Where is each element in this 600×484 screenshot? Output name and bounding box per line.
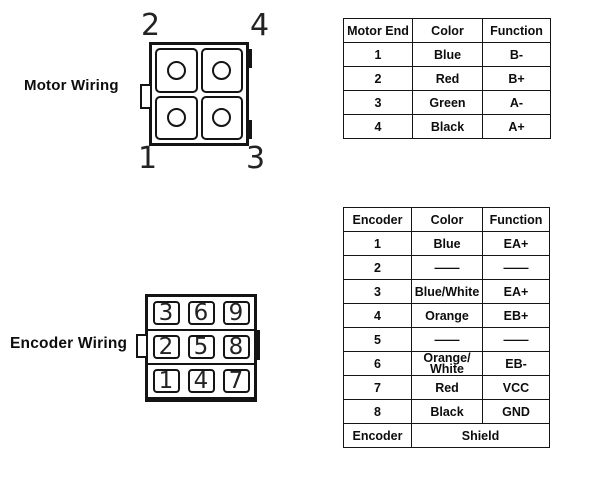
table-cell: 1 (343, 231, 412, 256)
table-cell: 5 (343, 327, 412, 352)
table-footer-row: Encoder Shield (343, 423, 550, 448)
table-cell: 3 (343, 90, 413, 115)
motor-pin-number-4: 4 (250, 8, 270, 43)
table-header-cell: Encoder (343, 207, 412, 232)
table-cell: A- (482, 90, 551, 115)
motor-connector-diagram (140, 42, 252, 146)
table-row: 7 Red VCC (343, 375, 550, 400)
table-cell: EA+ (482, 231, 550, 256)
motor-pin-number-1: 1 (138, 141, 158, 176)
table-row: 2 Red B+ (343, 66, 551, 91)
encoder-pin-square: 3 (152, 301, 180, 325)
table-cell: Orange/ White (411, 351, 483, 376)
table-row: 4 Black A+ (343, 114, 551, 139)
table-row: 3 Blue/White EA+ (343, 279, 550, 304)
encoder-wiring-table: Encoder Color Function 1 Blue EA+ 2 —— —… (343, 207, 550, 448)
motor-socket-cell (155, 95, 198, 140)
table-header-cell: Function (482, 18, 551, 43)
table-row: 2 —— —— (343, 255, 550, 280)
table-cell: 2 (343, 255, 412, 280)
table-cell: —— (411, 327, 483, 352)
table-cell: 1 (343, 42, 413, 67)
table-cell: B+ (482, 66, 551, 91)
table-cell: 4 (343, 303, 412, 328)
table-cell: Red (412, 66, 483, 91)
encoder-pin-square: 5 (187, 335, 215, 359)
motor-socket-pin-hole-icon (212, 108, 232, 128)
encoder-pin-square: 8 (222, 335, 250, 359)
table-cell: Blue (412, 42, 483, 67)
connector-notch (256, 330, 260, 360)
table-header-cell: Color (412, 18, 483, 43)
table-cell: Blue (411, 231, 483, 256)
connector-notch (248, 120, 252, 139)
motor-wiring-label: Motor Wiring (24, 77, 119, 94)
motor-socket-pin-hole-icon (166, 108, 186, 128)
encoder-pin-square: 4 (187, 369, 215, 393)
table-row: 1 Blue EA+ (343, 231, 550, 256)
table-cell: Green (412, 90, 483, 115)
table-header-cell: Motor End (343, 18, 413, 43)
table-cell: —— (411, 255, 483, 280)
table-row: 8 Black GND (343, 399, 550, 424)
table-cell: —— (482, 327, 550, 352)
motor-socket-cell (200, 95, 243, 140)
table-cell: 2 (343, 66, 413, 91)
encoder-connector-diagram: 3 6 9 2 5 8 1 4 7 (136, 294, 260, 402)
table-header-cell: Color (411, 207, 483, 232)
table-cell: Encoder (343, 423, 412, 448)
encoder-pin-square: 2 (152, 335, 180, 359)
table-cell: EA+ (482, 279, 550, 304)
table-cell: EB- (482, 351, 550, 376)
table-cell: 8 (343, 399, 412, 424)
motor-socket-cell (200, 48, 243, 93)
encoder-pin-square: 7 (222, 369, 250, 393)
table-cell: 3 (343, 279, 412, 304)
encoder-connector-row: 1 4 7 (148, 365, 254, 399)
encoder-pin-square: 9 (222, 301, 250, 325)
table-row: 1 Blue B- (343, 42, 551, 67)
encoder-connector-row: 2 5 8 (148, 331, 254, 365)
motor-socket-pin-hole-icon (212, 60, 232, 80)
table-cell: EB+ (482, 303, 550, 328)
connector-latch-tab (136, 334, 146, 358)
table-header-row: Motor End Color Function (343, 18, 551, 43)
encoder-connector-row: 3 6 9 (148, 297, 254, 331)
table-row: 4 Orange EB+ (343, 303, 550, 328)
table-cell: Red (411, 375, 483, 400)
table-cell: 6 (343, 351, 412, 376)
table-header-row: Encoder Color Function (343, 207, 550, 232)
table-row: 5 —— —— (343, 327, 550, 352)
table-cell: B- (482, 42, 551, 67)
table-cell: Black (411, 399, 483, 424)
motor-socket-pin-hole-icon (166, 60, 186, 80)
table-cell: Black (412, 114, 483, 139)
table-row: 3 Green A- (343, 90, 551, 115)
table-row: 6 Orange/ White EB- (343, 351, 550, 376)
encoder-pin-square: 1 (152, 369, 180, 393)
table-cell: 7 (343, 375, 412, 400)
table-cell: GND (482, 399, 550, 424)
table-cell: A+ (482, 114, 551, 139)
table-cell: Shield (411, 423, 550, 448)
table-cell: —— (482, 255, 550, 280)
motor-pin-number-3: 3 (246, 141, 266, 176)
table-cell: Orange (411, 303, 483, 328)
motor-wiring-table: Motor End Color Function 1 Blue B- 2 Red… (343, 18, 551, 139)
connector-latch-tab (140, 84, 150, 109)
table-header-cell: Function (482, 207, 550, 232)
encoder-pin-square: 6 (187, 301, 215, 325)
motor-pin-number-2: 2 (141, 8, 161, 43)
table-cell: 4 (343, 114, 413, 139)
table-cell: VCC (482, 375, 550, 400)
connector-notch (248, 49, 252, 68)
motor-socket-cell (155, 48, 198, 93)
encoder-wiring-label: Encoder Wiring (10, 335, 128, 352)
table-cell: Blue/White (411, 279, 483, 304)
